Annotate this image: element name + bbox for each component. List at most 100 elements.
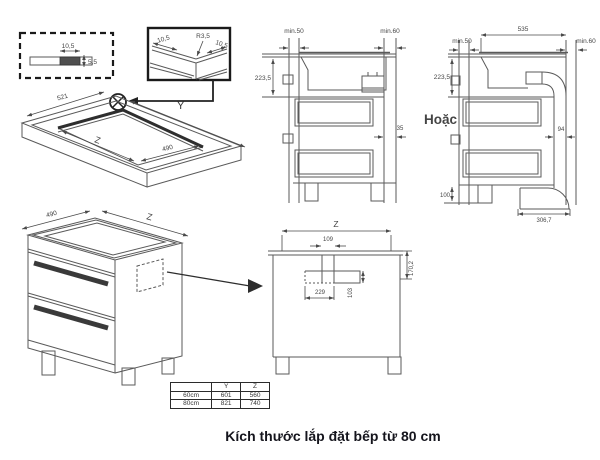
duct-elbow-bottom [519, 187, 570, 210]
table-cell: 601 [211, 390, 242, 400]
corner-radius-detail: R3,5 10,5 10,5 [109, 26, 232, 111]
back-clearance-label: min.60 [576, 38, 596, 45]
duct-run-label: 306,7 [536, 218, 552, 224]
radius-leader [196, 40, 204, 57]
profile-height-label: 5,5 [88, 59, 97, 66]
notch-channel [321, 255, 335, 283]
table-cell: 740 [240, 399, 270, 409]
z-label: Z [333, 219, 338, 229]
z-ext [281, 235, 392, 251]
hob-body [480, 56, 528, 89]
worktop-thickness [21, 123, 242, 188]
hob-width-label: 535 [518, 26, 529, 33]
profile-width-label: 10,5 [62, 43, 75, 50]
z-dim [101, 210, 189, 237]
size-table: Y Z 60cm 601 560 80cm 821 740 [169, 382, 270, 409]
worktop-lines [262, 53, 396, 58]
table-cell: 560 [240, 390, 270, 400]
cutout-z-dim [61, 130, 135, 162]
drawer-2 [294, 149, 374, 178]
worktop-lines [448, 53, 566, 58]
table-cell [169, 382, 213, 392]
radius-label: R3,5 [196, 33, 210, 40]
front-clearance-label: min.50 [284, 28, 304, 35]
cutout-solid [305, 270, 361, 284]
table-cell: 60cm [169, 390, 213, 400]
drawer-1 [462, 98, 542, 127]
duct-elbow-top [541, 71, 567, 97]
z-label: Z [145, 211, 154, 222]
side-cutout-dashed [136, 258, 164, 293]
cutout-far-edges-inner [57, 113, 204, 152]
cabinet-side-view-2: 535 min.50 min.60 223,5 94 100 306,7 [434, 26, 596, 224]
worktop-y-label: Y [177, 100, 185, 112]
duct-width-label: 94 [558, 127, 565, 133]
drawer-2-inner [297, 152, 371, 175]
page-caption: Kích thước lắp đặt bếp từ 80 cm [225, 428, 441, 444]
leg-2 [121, 367, 136, 386]
totalh-label: 170,2 [409, 260, 415, 276]
table-cell: 821 [211, 399, 242, 409]
table-cell-y: Y [211, 382, 242, 392]
drawer-1 [294, 98, 374, 127]
table-header-row: Y Z [169, 382, 270, 392]
front-clearance-label: min.50 [452, 38, 472, 45]
terminal-box [361, 75, 385, 93]
wall-lines [288, 38, 397, 203]
hinge-tab-2 [282, 133, 294, 144]
panel-outline [272, 255, 401, 358]
or-label: Hoặc [424, 112, 458, 127]
plinth-label: 100 [440, 193, 451, 199]
duct-run-ext [517, 209, 571, 216]
detail-frame [146, 26, 232, 82]
leg-3 [161, 357, 175, 375]
worktop-lines [268, 250, 403, 256]
corner-edges [149, 45, 228, 81]
drawer-2-inner [465, 152, 539, 175]
cabinet-3d-view: 490 Z [21, 210, 263, 386]
gap-label: 35 [397, 126, 404, 132]
worktop-edge-dim [26, 91, 105, 117]
drawer-1-inner [297, 101, 371, 124]
hinge-tab-2 [450, 134, 461, 145]
drawer-handles [33, 260, 109, 331]
corner-right-label: 10,5 [214, 39, 229, 50]
drawer-2 [462, 149, 542, 178]
depth-dim [21, 210, 91, 230]
table-cell-z: Z [240, 382, 270, 392]
leg-right [387, 356, 402, 375]
cutout-z-label: Z [93, 134, 102, 145]
cabinet-box [27, 235, 183, 374]
cutout-depth-dim [140, 145, 200, 162]
cutout-depth-label: 490 [162, 144, 175, 154]
dashed-detail-frame [18, 31, 115, 80]
pointer-arrowhead [248, 279, 263, 293]
hob-depth-label: 223,5 [434, 74, 451, 81]
hinge-tab-1 [282, 74, 294, 85]
table-cell: 80cm [169, 399, 213, 409]
worktop-y-dim [129, 100, 246, 148]
leg-front [477, 184, 493, 204]
pointer-line [166, 271, 251, 287]
drawer-front-lines [27, 248, 116, 366]
corner-left-dim [152, 42, 178, 51]
hob-body [300, 56, 387, 91]
corner-left-label: 10,5 [157, 34, 171, 44]
notch-label: 109 [323, 237, 334, 243]
terminal-box-detail [362, 72, 384, 89]
depth-label: 490 [45, 210, 58, 220]
leg-back [370, 182, 385, 202]
corner-right-dim [206, 46, 227, 54]
cutw-label: 229 [315, 290, 326, 296]
table-row: 60cm 601 560 [169, 390, 270, 400]
back-panel-front-view: Z 109 229 103 170,2 [268, 219, 415, 375]
hob-depth-label: 223,5 [255, 75, 272, 82]
leg-1 [41, 350, 56, 376]
rim-outer [26, 217, 184, 261]
worktop-cutout-view: Z 490 521 Y [20, 91, 246, 188]
cuth-label: 103 [348, 287, 354, 298]
cutout-dotted [304, 271, 334, 284]
duct-outlet [525, 71, 543, 85]
